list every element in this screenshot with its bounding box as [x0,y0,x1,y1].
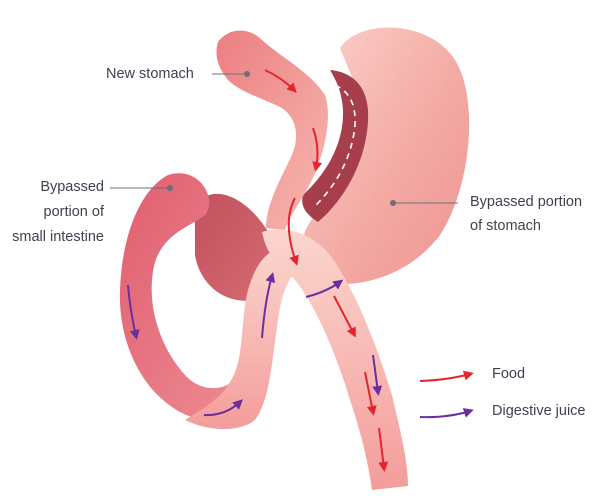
staple-line-inner [315,84,356,206]
legend-juice-arrow [419,408,474,419]
juice-flow-arrow-5 [372,354,383,396]
staple-line-band [302,70,369,222]
juice-flow-arrow-2 [203,399,243,417]
new-stomach-pouch [216,30,328,230]
label-bypassed-intestine-1: Bypassed [40,179,104,195]
roux-limb [185,245,310,429]
staple-line-outer [303,79,338,191]
food-flow-arrow-5 [364,371,377,416]
common-channel [262,229,408,490]
bypassed-stomach [302,27,470,285]
label-bypassed-stomach-1: Bypassed portion [470,194,583,210]
leader-dot-bypassed-intestine [167,185,173,191]
food-flow-arrow-2 [312,127,323,172]
food-flow-arrow-1 [264,69,297,93]
label-bypassed-intestine-2: portion of [43,204,104,220]
juice-flow-arrow-1 [127,284,140,340]
legend-food-arrow [419,370,474,382]
legend-juice-label: Digestive juice [492,403,586,419]
food-flow-arrow-3 [287,197,299,266]
leader-dot-bypassed-stomach [390,200,396,206]
leader-dot-new-stomach [244,71,250,77]
bypassed-small-intestine [119,173,258,421]
label-bypassed-intestine-3: small intestine [12,229,104,245]
juice-flow-arrow-3 [261,272,276,339]
label-new-stomach: New stomach [106,66,194,82]
legend-food-label: Food [492,366,526,382]
label-bypassed-stomach-2: of stomach [470,218,541,234]
food-flow-arrow-6 [378,427,389,472]
juice-flow-arrow-4 [305,279,344,298]
food-flow-arrow-4 [333,295,356,338]
